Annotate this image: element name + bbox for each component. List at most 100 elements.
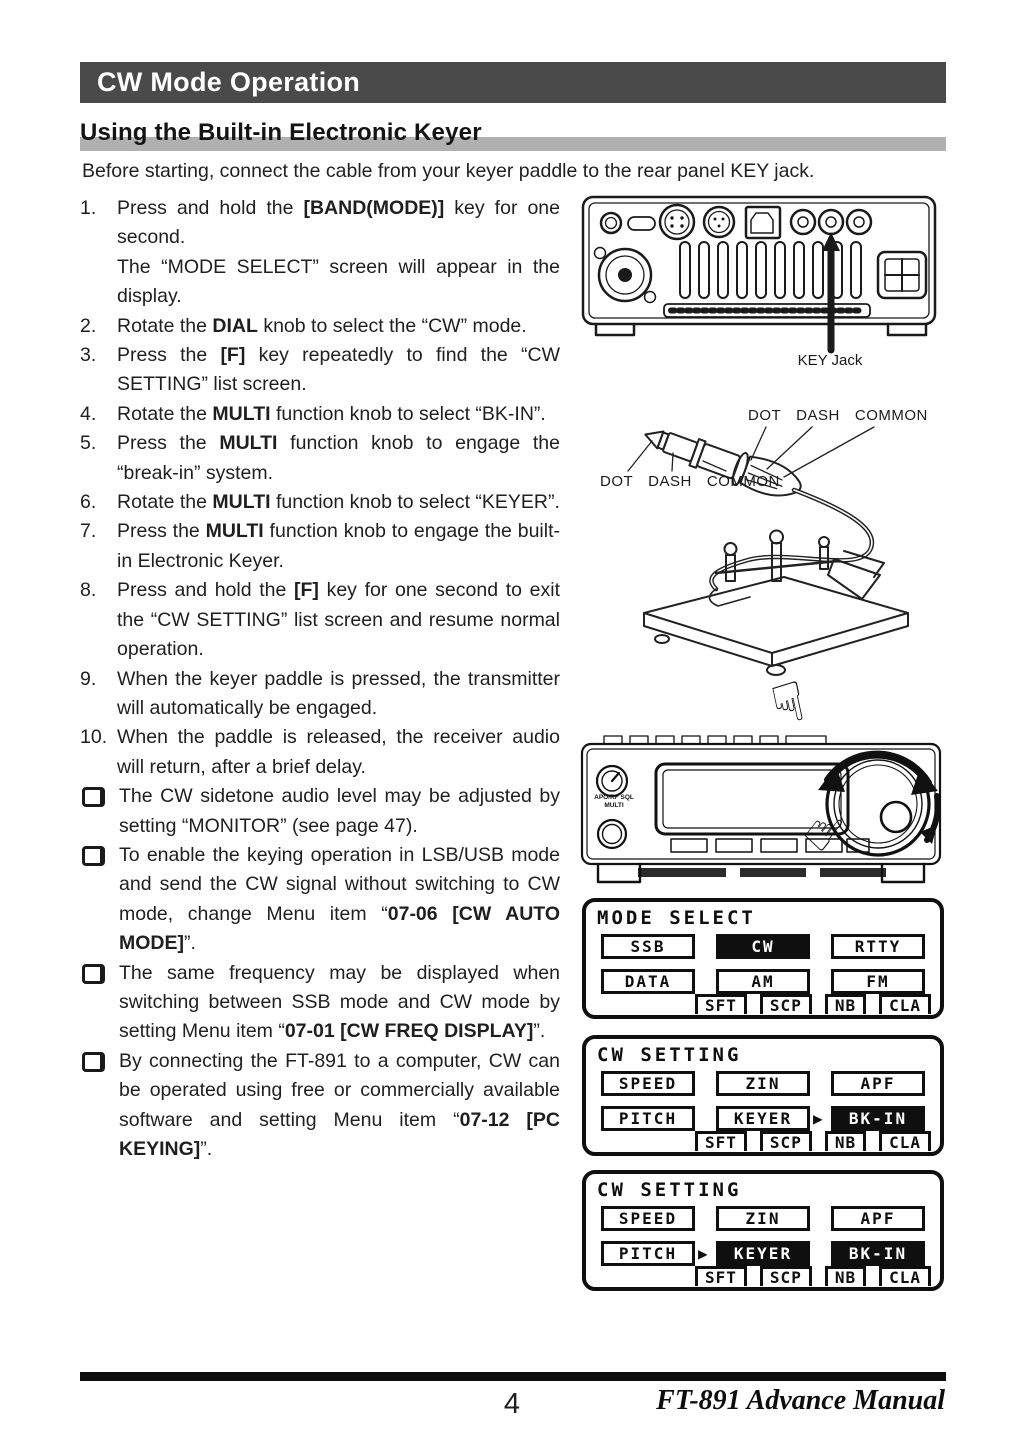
- paddle-base: [643, 576, 909, 676]
- page-number: 4: [503, 1388, 521, 1420]
- figure-front-panel: ☟ ☝ APO/RF SQL MULTI: [576, 669, 950, 896]
- chapter-title: CW Mode Operation: [97, 67, 361, 97]
- instruction-step: 7.Press the MULTI function knob to engag…: [80, 517, 560, 576]
- lcd-cell: FM: [831, 969, 925, 994]
- lcd-tab-sft: SFT: [695, 994, 747, 1014]
- function-key-row: [670, 838, 870, 853]
- wire-label: COMMON: [854, 407, 928, 424]
- lcd-button-rtty: RTTY: [831, 934, 925, 959]
- multi-knob-caption: APO/RF SQL MULTI: [586, 794, 642, 810]
- selection-arrow-icon: ▶: [698, 1244, 708, 1263]
- paragraph-text: The same frequency may be displayed when…: [119, 961, 560, 1043]
- square-bullet-icon: [82, 845, 105, 866]
- square-bullet-icon: [82, 963, 105, 984]
- section-heading-rule: [80, 137, 946, 151]
- lcd-tab-sft: SFT: [695, 1131, 747, 1151]
- front-panel-drawing: [580, 735, 942, 884]
- lcd-cell: CW: [716, 934, 810, 959]
- lcd-cell: AM: [716, 969, 810, 994]
- paragraph-text: By connecting the FT-891 to a computer, …: [119, 1049, 561, 1160]
- section-heading: Using the Built-in Electronic Keyer: [80, 119, 482, 146]
- lcd-button-grid: SPEED ZIN APF PITCH KEYER▶ BK-IN: [601, 1071, 925, 1131]
- paragraph-text: Press and hold the [F] key for one secon…: [117, 579, 560, 661]
- lcd-button-pitch: PITCH: [601, 1106, 695, 1131]
- instruction-step: 5.Press the MULTI function knob to engag…: [80, 429, 560, 488]
- lcd-button-speed: SPEED: [601, 1071, 695, 1096]
- instructions-column: 1.Press and hold the [BAND(MODE)] key fo…: [80, 194, 560, 1164]
- chapter-title-bar: CW Mode Operation: [80, 62, 946, 103]
- note-item: To enable the keying operation in LSB/US…: [80, 841, 560, 959]
- lcd-button-apf: APF: [831, 1071, 925, 1096]
- paddle-drawing: [627, 426, 909, 676]
- lcd-cell: BK-IN: [831, 1241, 925, 1266]
- antenna-connector: [593, 246, 657, 304]
- leader-lines-top: [750, 426, 875, 478]
- lcd-cell: ZIN: [716, 1206, 810, 1231]
- rear-panel-drawing: [581, 195, 937, 354]
- note-item: The CW sidetone audio level may be adjus…: [80, 782, 560, 841]
- lcd-tab-scp: SCP: [759, 994, 812, 1014]
- lcd-button-bk-in: BK-IN: [831, 1241, 925, 1266]
- step-number: 10.: [80, 726, 108, 749]
- paragraph-text: To enable the keying operation in LSB/US…: [119, 843, 561, 955]
- lcd-tab-nb: NB: [824, 994, 867, 1014]
- lcd-cell: PITCH: [601, 1106, 695, 1131]
- instruction-step: 10.When the paddle is released, the rece…: [80, 723, 560, 782]
- wire-label: DASH: [648, 473, 692, 490]
- lcd-button-bk-in: BK-IN: [831, 1106, 925, 1131]
- chassis-outline: [581, 195, 937, 326]
- leader-lines-left: [627, 440, 727, 472]
- din-port: [658, 203, 736, 241]
- knob-caption-line2: MULTI: [604, 802, 624, 809]
- paragraph-text: Rotate the MULTI function knob to select…: [117, 491, 560, 514]
- instruction-step: 3.Press the [F] key repeatedly to find t…: [80, 341, 560, 400]
- front-feet: [596, 862, 926, 884]
- figure-rear-panel: KEY Jack: [578, 192, 948, 392]
- heatsink-fins: [679, 241, 862, 299]
- rotation-arrows-icon: [818, 750, 941, 844]
- mounting-feet: [594, 322, 928, 337]
- square-bullet-icon: [82, 787, 105, 808]
- paragraph-text: Rotate the DIAL knob to select the “CW” …: [117, 314, 527, 337]
- lcd-tab-cla: CLA: [879, 1131, 931, 1151]
- notes-list: The CW sidetone audio level may be adjus…: [80, 782, 560, 1164]
- figures-column: KEY Jack: [576, 192, 954, 1302]
- lcd-button-fm: FM: [831, 969, 925, 994]
- lcd-screen-title: MODE SELECT: [597, 907, 756, 929]
- lcd-tab-nb: NB: [824, 1131, 867, 1151]
- note-item: By connecting the FT-891 to a computer, …: [80, 1047, 560, 1165]
- usb-port: [744, 205, 782, 240]
- power-connector: [876, 250, 928, 300]
- lcd-cell: ▶ BK-IN: [813, 1106, 925, 1131]
- step-number: 4.: [80, 402, 97, 425]
- intro-paragraph: Before starting, connect the cable from …: [82, 160, 815, 182]
- lcd-button-zin: ZIN: [716, 1071, 810, 1096]
- lcd-cell: SSB: [601, 934, 695, 959]
- lcd-button-am: AM: [716, 969, 810, 994]
- selection-arrow-icon: ▶: [813, 1109, 823, 1128]
- step-number: 2.: [80, 314, 97, 337]
- lcd-tab-sft: SFT: [695, 1266, 747, 1286]
- lcd-screen-title: CW SETTING: [597, 1179, 742, 1201]
- instruction-step: 2. Rotate the DIAL knob to select the “CW…: [80, 312, 560, 341]
- lcd-cell: ▶ KEYER: [698, 1241, 810, 1266]
- lcd-cell: ZIN: [716, 1071, 810, 1096]
- lcd-cell: PITCH: [601, 1241, 695, 1266]
- plug-drawing: [644, 430, 802, 497]
- multi-knob: [595, 764, 629, 850]
- lcd-cell: KEYER: [716, 1106, 810, 1131]
- step-number: 8.: [80, 579, 97, 602]
- vent-strip: [663, 303, 871, 318]
- speaker-strip: [638, 868, 886, 877]
- lcd-cell: RTTY: [831, 934, 925, 959]
- note-item: The same frequency may be displayed when…: [80, 959, 560, 1047]
- wire-label: COMMON: [706, 473, 780, 490]
- lcd-button-keyer: KEYER: [716, 1241, 810, 1266]
- step-number: 9.: [80, 667, 97, 690]
